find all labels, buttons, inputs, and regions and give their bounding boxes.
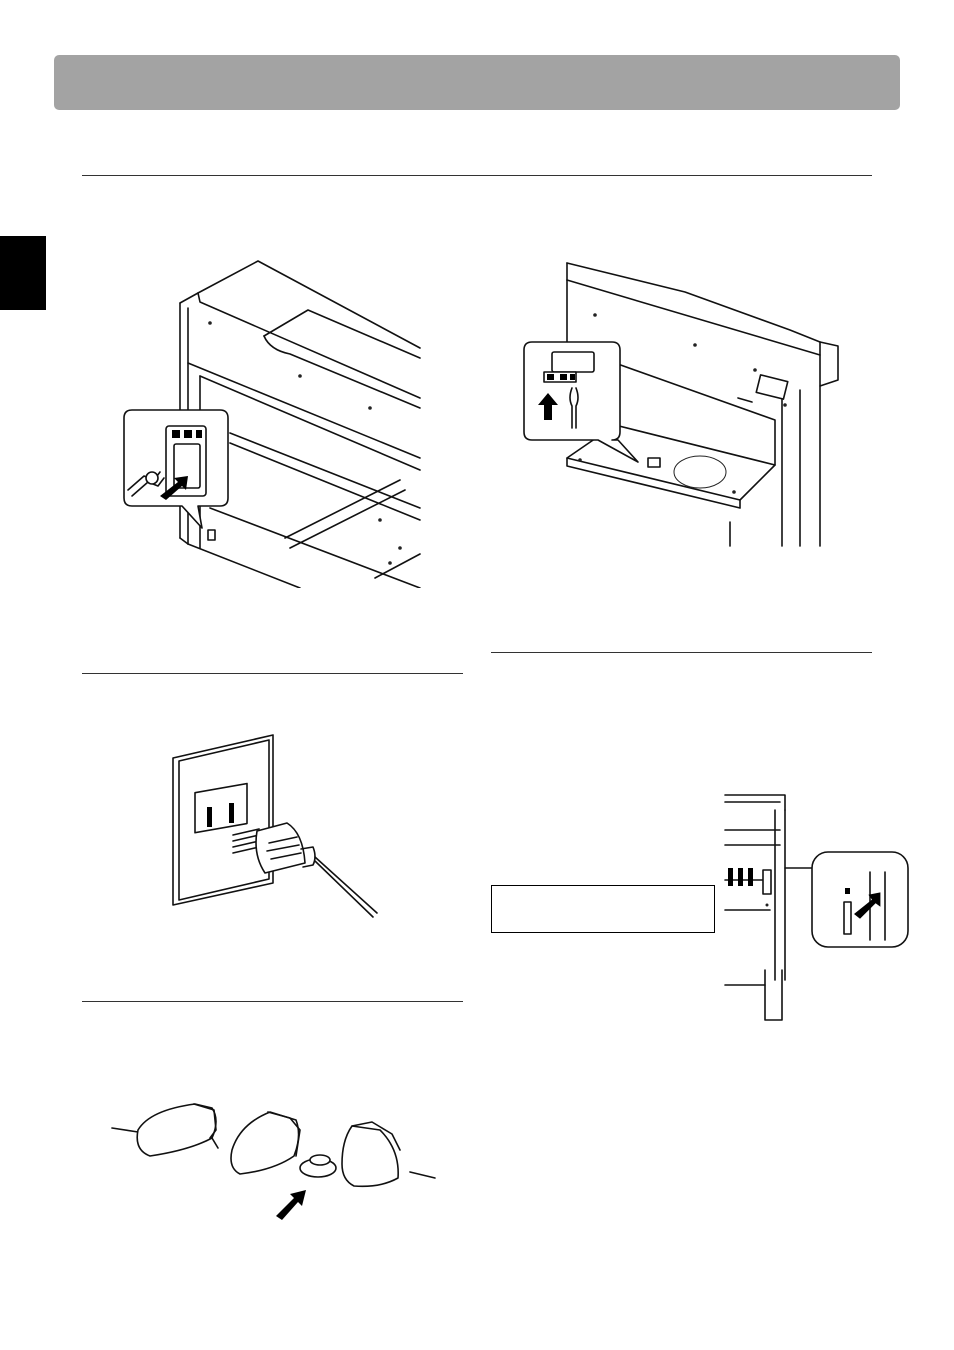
note-box bbox=[491, 885, 715, 933]
section-divider-1 bbox=[82, 175, 872, 176]
section-divider-5 bbox=[82, 1001, 463, 1002]
figure-wall-outlet bbox=[165, 733, 380, 918]
figure-cable-to-piano-base bbox=[520, 260, 840, 550]
figure-power-cable-to-piano bbox=[120, 258, 425, 588]
figure-power-switch bbox=[720, 790, 915, 1030]
section-header-bar bbox=[54, 55, 900, 110]
section-divider-3 bbox=[82, 673, 463, 674]
language-side-tab bbox=[0, 236, 46, 310]
figure-pedals bbox=[110, 1090, 440, 1220]
section-divider-4 bbox=[491, 652, 872, 653]
